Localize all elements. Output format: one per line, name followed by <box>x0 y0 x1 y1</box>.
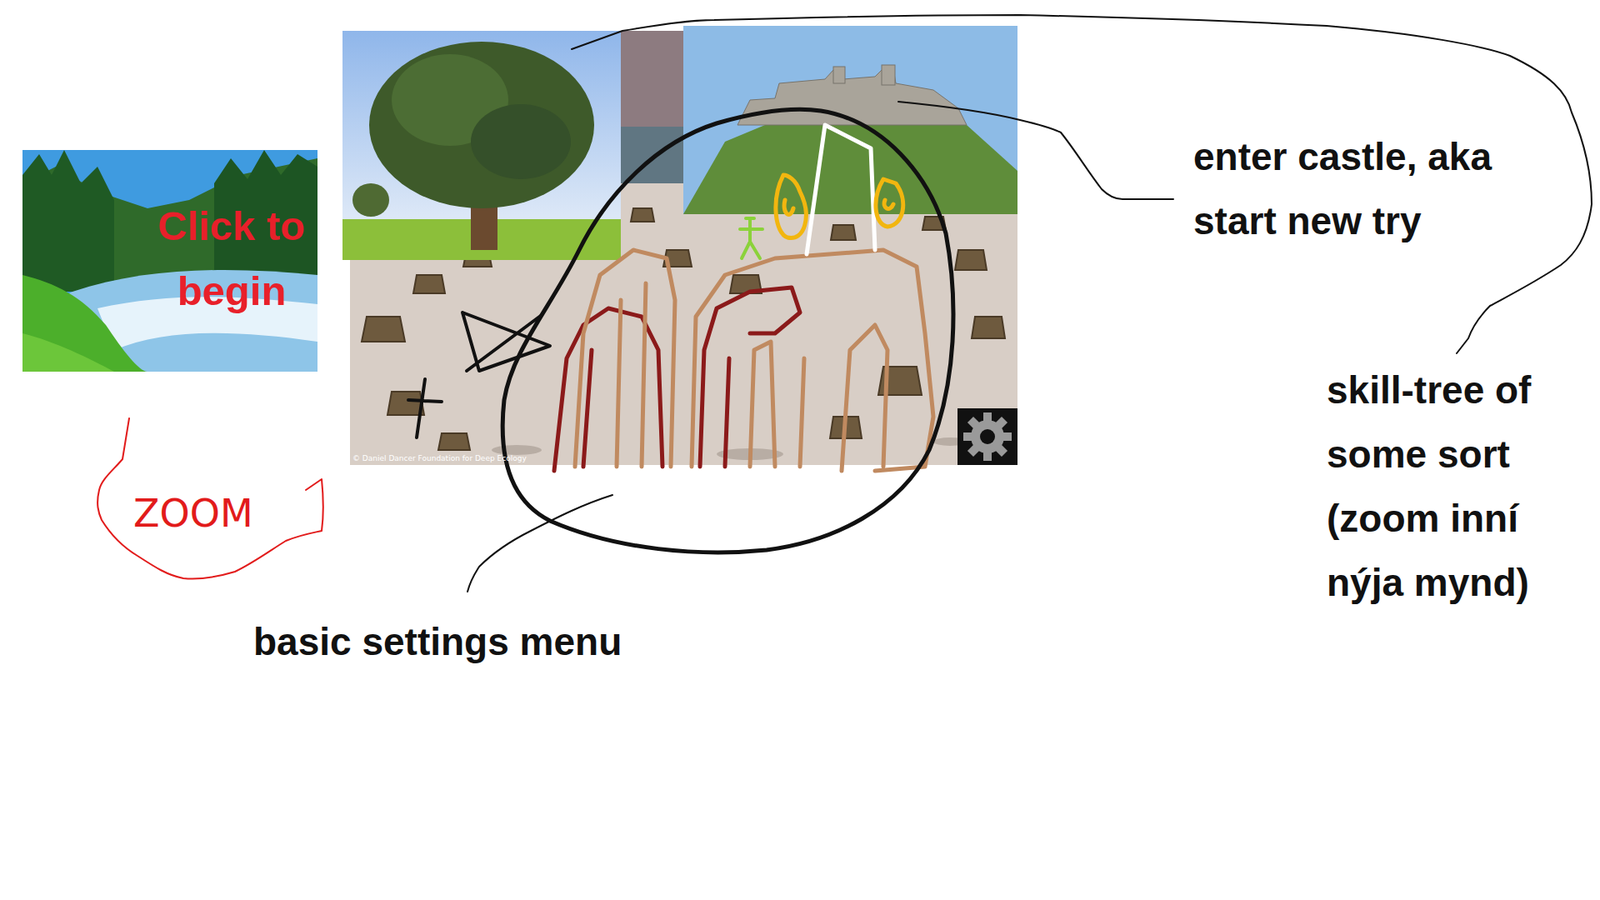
photo-part <box>22 275 148 372</box>
start-screen-image: Click to begin <box>22 150 318 372</box>
callout-note: skill-tree of some sort (zoom inní nýja … <box>1326 358 1592 615</box>
callout-note: basic settings menu <box>253 610 622 675</box>
start-button-text: Click to begin <box>145 193 318 324</box>
photo-part <box>22 150 115 292</box>
river-photo <box>22 150 318 372</box>
zoom-note: ZOOM <box>133 490 254 537</box>
watermark: © Daniel Dancer Foundation for Deep Ecol… <box>352 454 527 464</box>
photo-part <box>22 150 318 372</box>
photo-part <box>22 333 115 372</box>
callout-note: enter castle, aka start new try <box>1193 125 1585 254</box>
